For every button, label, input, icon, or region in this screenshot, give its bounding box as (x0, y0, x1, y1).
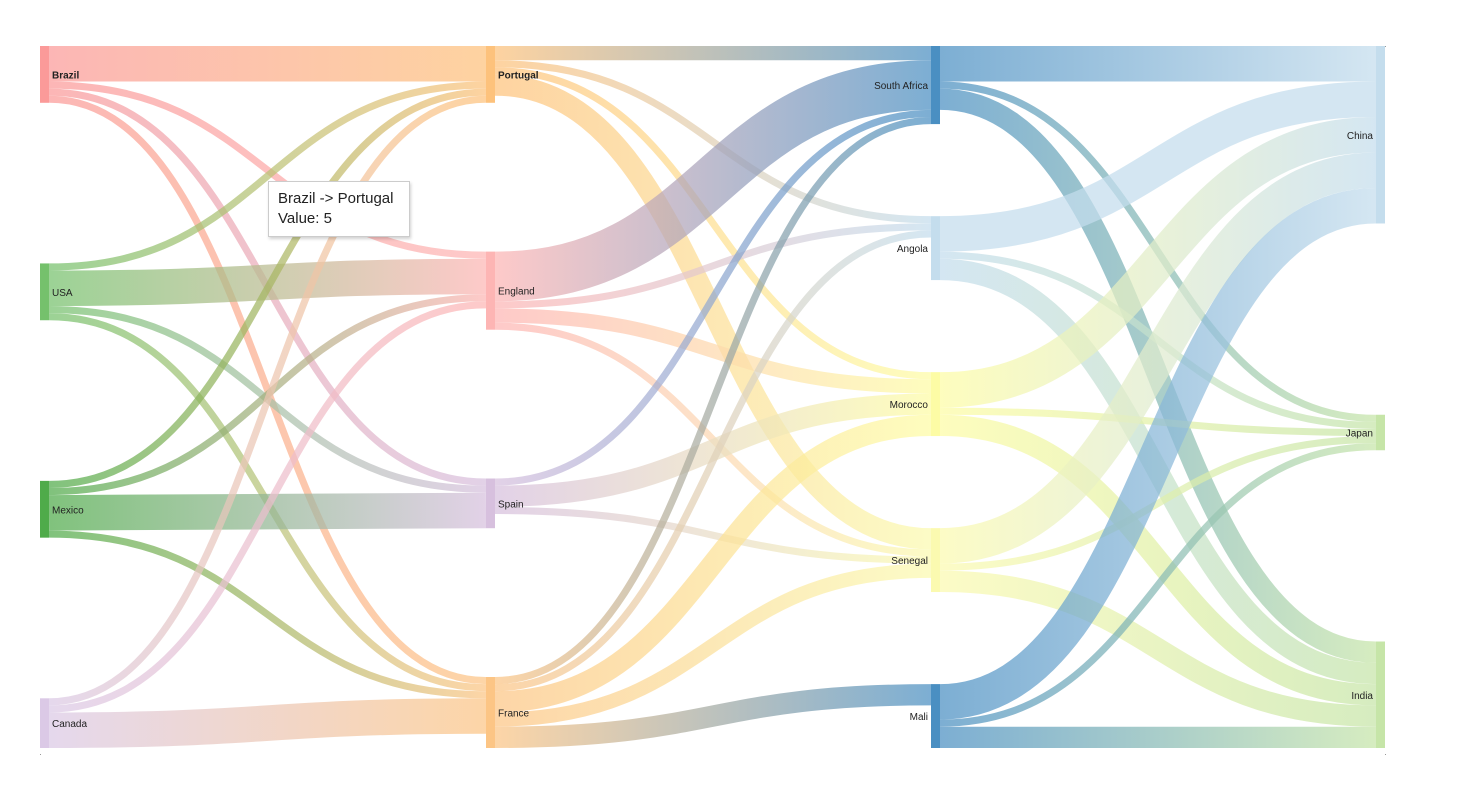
node-angola[interactable] (931, 216, 940, 281)
link-england-to-south-africa[interactable] (494, 60, 932, 302)
link-morocco-to-india[interactable] (939, 414, 1377, 706)
link-england-to-morocco[interactable] (494, 308, 932, 394)
link-france-to-morocco[interactable] (494, 414, 932, 713)
node-canada[interactable] (40, 698, 49, 748)
node-label-portugal: Portugal (498, 70, 539, 81)
node-mali[interactable] (931, 684, 940, 748)
frame-corner-mark (1385, 754, 1386, 755)
node-india[interactable] (1376, 641, 1385, 749)
link-senegal-to-japan[interactable] (939, 436, 1377, 571)
link-england-to-angola[interactable] (494, 223, 932, 309)
links-layer (48, 45, 1377, 749)
node-mexico[interactable] (40, 480, 49, 538)
node-south-africa[interactable] (931, 46, 940, 125)
node-label-south-africa: South Africa (874, 81, 928, 92)
tooltip-value: Value: 5 (278, 210, 332, 227)
link-spain-to-south-africa[interactable] (494, 109, 932, 486)
node-france[interactable] (486, 677, 495, 748)
node-label-japan: Japan (1346, 429, 1373, 440)
node-label-france: France (498, 709, 530, 720)
link-france-to-senegal[interactable] (494, 563, 932, 727)
link-tooltip: Brazil -> Portugal Value: 5 (268, 181, 410, 237)
node-label-usa: USA (52, 288, 73, 299)
node-label-england: England (498, 287, 535, 298)
node-japan[interactable] (1376, 414, 1385, 451)
node-morocco[interactable] (931, 372, 940, 437)
node-label-angola: Angola (897, 244, 929, 255)
link-canada-to-france[interactable] (48, 698, 487, 748)
tooltip-title: Brazil -> Portugal (278, 190, 394, 207)
node-label-brazil: Brazil (52, 70, 79, 81)
node-portugal[interactable] (486, 46, 495, 103)
link-mali-to-china[interactable] (939, 188, 1377, 720)
link-france-to-south-africa[interactable] (494, 117, 932, 685)
node-label-morocco: Morocco (890, 400, 929, 411)
link-spain-to-senegal[interactable] (494, 506, 932, 564)
node-label-india: India (1351, 691, 1373, 702)
node-china[interactable] (1376, 46, 1385, 224)
link-france-to-angola[interactable] (494, 230, 932, 692)
node-usa[interactable] (40, 263, 49, 321)
node-label-senegal: Senegal (891, 556, 928, 567)
nodes-layer (40, 46, 1385, 748)
link-mali-to-japan[interactable] (939, 443, 1377, 727)
node-brazil[interactable] (40, 46, 49, 103)
link-mexico-to-france[interactable] (48, 530, 487, 699)
link-mexico-to-portugal[interactable] (48, 88, 487, 488)
link-senegal-to-china[interactable] (939, 152, 1377, 564)
link-brazil-to-england[interactable] (48, 81, 487, 259)
node-label-canada: Canada (52, 719, 87, 730)
link-portugal-to-morocco[interactable] (494, 67, 932, 380)
link-portugal-to-senegal[interactable] (494, 74, 932, 550)
link-spain-to-morocco[interactable] (494, 393, 932, 507)
node-england[interactable] (486, 251, 495, 330)
link-portugal-to-angola[interactable] (494, 60, 932, 224)
frame-corner-mark (40, 754, 41, 755)
node-senegal[interactable] (931, 528, 940, 593)
link-senegal-to-india[interactable] (939, 570, 1377, 727)
link-canada-to-england[interactable] (48, 301, 487, 713)
node-label-mali: Mali (910, 712, 928, 723)
link-usa-to-portugal[interactable] (48, 81, 487, 271)
node-label-china: China (1347, 131, 1374, 142)
link-canada-to-portugal[interactable] (48, 95, 487, 706)
frame-corner-mark (1385, 46, 1386, 47)
link-angola-to-china[interactable] (939, 81, 1377, 252)
link-france-to-mali[interactable] (494, 684, 932, 748)
node-spain[interactable] (486, 478, 495, 529)
node-label-mexico: Mexico (52, 505, 84, 516)
link-morocco-to-china[interactable] (939, 117, 1377, 408)
node-label-spain: Spain (498, 499, 524, 510)
